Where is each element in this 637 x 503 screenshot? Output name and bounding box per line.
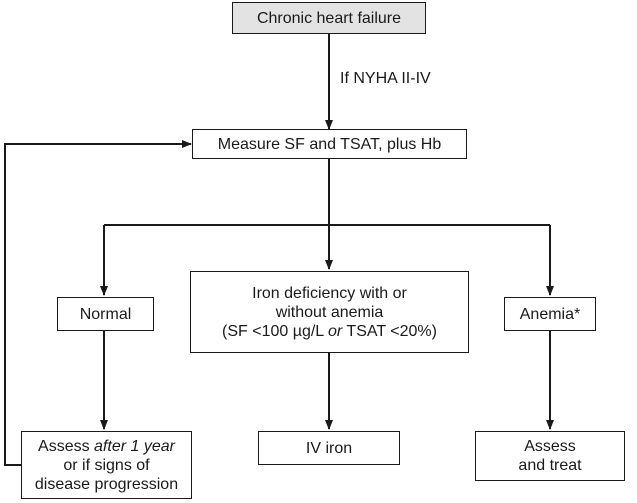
node-iv-iron: IV iron (258, 431, 400, 465)
node-iron-deficiency-text: Iron deficiency with or without anemia (… (222, 284, 437, 341)
node-assess-later-text: Assess after 1 year or if signs of disea… (35, 437, 178, 494)
assess-later-verb: Assess (38, 437, 95, 455)
assess-later-interval: after 1 year (94, 437, 175, 455)
node-normal-text: Normal (79, 305, 132, 323)
node-chronic-heart-failure: Chronic heart failure (232, 2, 426, 34)
assess-treat-line-2: and treat (518, 457, 582, 474)
edge-label-nyha: If NYHA II-IV (340, 69, 431, 88)
iron-deficiency-criteria-b: TSAT <20%) (342, 322, 437, 340)
node-iron-deficiency: Iron deficiency with or without anemia (… (190, 271, 469, 353)
node-measure-text: Measure SF and TSAT, plus Hb (217, 135, 442, 153)
assess-treat-line-1: Assess (524, 438, 576, 455)
iron-deficiency-line-1: Iron deficiency with or (252, 284, 407, 302)
assess-later-line-3: disease progression (34, 475, 179, 493)
node-measure: Measure SF and TSAT, plus Hb (192, 129, 467, 159)
node-assess-treat-text: Assess and treat (518, 437, 581, 475)
arrow-feedback-loop (4, 140, 192, 466)
node-chronic-heart-failure-text: Chronic heart failure (256, 9, 402, 27)
node-iv-iron-text: IV iron (305, 439, 353, 457)
assess-later-line-2: or if signs of (63, 456, 150, 474)
iron-deficiency-criteria-a: (SF <100 µg/L (222, 322, 329, 340)
iron-deficiency-criteria-or: or (328, 322, 343, 340)
edge-label-nyha-text: If NYHA II-IV (340, 70, 431, 87)
node-anemia-text: Anemia* (519, 305, 581, 323)
node-anemia: Anemia* (504, 297, 596, 331)
assess-later-line-1: Assess after 1 year (35, 437, 178, 456)
iron-deficiency-line-3: (SF <100 µg/L or TSAT <20%) (222, 322, 437, 341)
iron-deficiency-line-2: without anemia (275, 303, 384, 321)
node-assess-treat: Assess and treat (475, 431, 625, 481)
node-assess-later: Assess after 1 year or if signs of disea… (21, 431, 192, 499)
node-normal: Normal (57, 297, 154, 331)
